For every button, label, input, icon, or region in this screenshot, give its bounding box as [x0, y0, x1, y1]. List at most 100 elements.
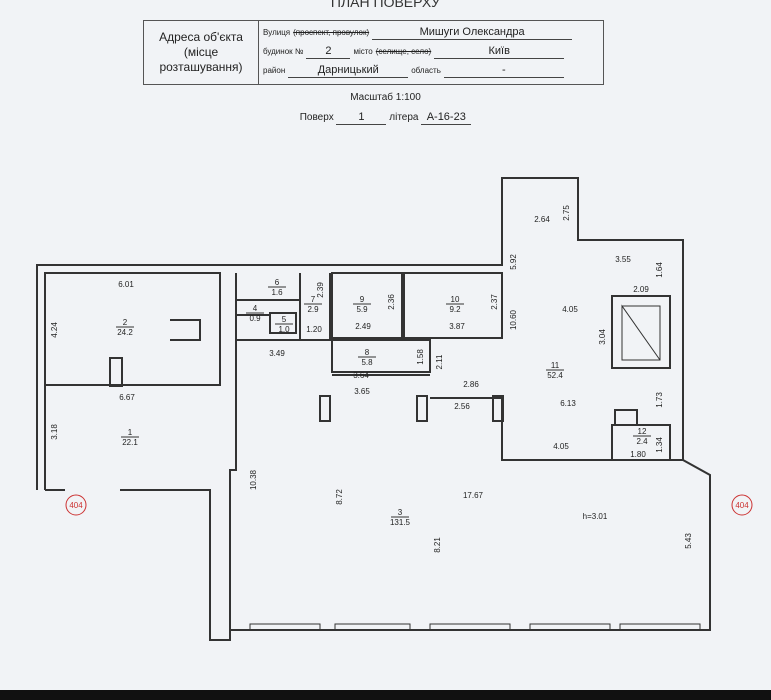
floor-line: Поверх 1 літера А-16-23 [0, 110, 771, 125]
dimension-label: 2.49 [355, 322, 371, 331]
dimension-label: 2.37 [490, 294, 499, 310]
floor-label: Поверх [299, 112, 334, 123]
wall-rooms-4-7 [235, 273, 331, 341]
room-5-walls [269, 312, 297, 334]
street-label: Вулиця [263, 28, 291, 37]
dimension-label: 2.75 [562, 205, 571, 221]
room-area: 22.1 [122, 438, 138, 447]
wall-niche [170, 319, 201, 341]
city-value: Київ [434, 44, 565, 59]
dimension-label: 3.04 [598, 329, 607, 345]
room-area: 0.9 [249, 314, 261, 323]
district-value: Дарницький [288, 63, 409, 78]
city-label: місто [353, 47, 373, 56]
room-10-walls [403, 272, 503, 339]
room-number: 12 [638, 427, 647, 436]
dimension-label: 8.21 [433, 537, 442, 553]
window [334, 623, 411, 631]
letter-value: А-16-23 [421, 110, 472, 125]
section-mark-circle [65, 494, 87, 516]
shaft-cross [621, 304, 661, 361]
section-mark-circle [731, 494, 753, 516]
column [109, 357, 123, 387]
city-struck: (селище, село) [375, 47, 432, 56]
dimension-label: 3.65 [354, 387, 370, 396]
letter-label: літера [389, 112, 419, 123]
dimension-label: 1.20 [306, 325, 322, 334]
ceiling-height: h=3.01 [583, 512, 608, 521]
dimension-label: 3.87 [449, 322, 465, 331]
dimension-label: 2.64 [534, 215, 550, 224]
dimension-label: 5.92 [509, 254, 518, 270]
house-label: будинок № [263, 47, 304, 56]
room-number: 4 [253, 304, 258, 313]
room-8-walls [331, 339, 431, 373]
room-area: 1.6 [271, 288, 283, 297]
dimension-label: 2.56 [454, 402, 470, 411]
dimension-label: 1.80 [630, 450, 646, 459]
bottom-edge [0, 690, 771, 700]
wall-room-2 [44, 272, 221, 490]
house-value: 2 [306, 44, 351, 59]
room-number: 10 [451, 295, 460, 304]
district-label: район [263, 66, 286, 75]
walls [36, 177, 711, 641]
windows [249, 623, 701, 631]
dimension-label: 6.13 [560, 399, 576, 408]
dimension-label: 4.05 [562, 305, 578, 314]
scale-label: Масштаб 1:100 [350, 92, 421, 103]
dimension-label: 2.86 [463, 380, 479, 389]
dimension-label: 3.64 [353, 371, 369, 380]
dimension-label: 4.05 [553, 442, 569, 451]
room-number: 3 [398, 508, 403, 517]
dimension-label: 2.11 [435, 354, 444, 370]
section-mark: 404 [735, 501, 749, 510]
dimension-label: 10.38 [249, 469, 258, 490]
dimension-label: 2.39 [316, 282, 325, 298]
room-area: 1.0 [278, 325, 290, 334]
window [249, 623, 321, 631]
wall-room-3-left [229, 340, 237, 630]
dimension-label: 3.49 [269, 349, 285, 358]
column [492, 395, 504, 422]
room-area: 9.2 [449, 305, 461, 314]
room-area: 5.8 [361, 358, 373, 367]
wall-room-11 [430, 397, 683, 461]
room-area: 2.9 [307, 305, 319, 314]
dimension-label: 1.64 [655, 262, 664, 278]
room-number: 11 [551, 361, 560, 370]
page-title: ПЛАН ПОВЕРХУ [330, 0, 441, 10]
window [429, 623, 511, 631]
section-mark: 404 [69, 501, 83, 510]
dimension-label: 6.01 [118, 280, 134, 289]
room-area: 131.5 [390, 518, 411, 527]
dimension-label: 3.18 [50, 424, 59, 440]
dimension-label: 17.67 [463, 491, 484, 500]
dimension-label: 3.55 [615, 255, 631, 264]
dimension-label: 1.58 [416, 349, 425, 365]
region-value: - [443, 63, 564, 78]
room-number: 9 [360, 295, 365, 304]
region-label: область [411, 66, 441, 75]
room-9-walls [331, 272, 403, 339]
outer-wall [36, 177, 711, 641]
room-number: 6 [275, 278, 280, 287]
shaft-walls [611, 295, 671, 369]
window [619, 623, 701, 631]
room-number: 2 [123, 318, 128, 327]
dimension-label: 6.67 [119, 393, 135, 402]
room-number: 8 [365, 348, 370, 357]
dimension-label: 5.43 [684, 533, 693, 549]
floor-value: 1 [336, 110, 387, 125]
dimension-label: 4.24 [50, 322, 59, 338]
dimension-label: 10.60 [509, 309, 518, 330]
room-number: 5 [282, 315, 287, 324]
dimension-label: 2.09 [633, 285, 649, 294]
column [319, 395, 331, 422]
column [614, 409, 638, 426]
dimension-label: 2.36 [387, 294, 396, 310]
room-number: 7 [311, 295, 316, 304]
street-struck: (проспект, провулок) [293, 28, 370, 37]
